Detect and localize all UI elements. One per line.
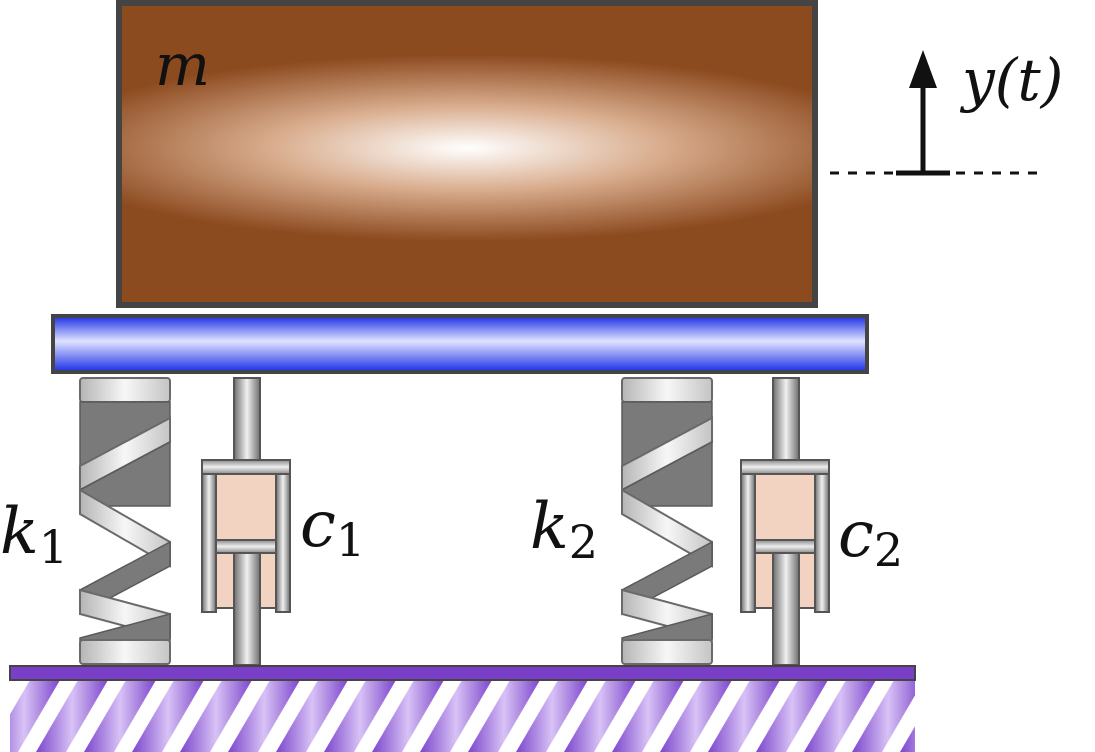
ground-bar: [9, 665, 916, 681]
ground-hatch-stripe: [804, 680, 876, 752]
spring-k2-label: k2: [530, 490, 598, 569]
spring-k1-label: k1: [0, 495, 68, 574]
spring-k1: [79, 377, 171, 665]
ground-hatch-stripe: [852, 680, 915, 752]
ground: [9, 665, 916, 752]
displacement-label: y(t): [959, 46, 1063, 114]
ground-hatch-stripe: [468, 680, 540, 752]
ground-hatch-stripe: [10, 680, 60, 752]
displacement-indicator: y(t): [830, 46, 1063, 176]
ground-hatch-stripe: [660, 680, 732, 752]
ground-hatch-stripe: [36, 680, 108, 752]
platform-beam: [51, 314, 869, 374]
ground-hatch-stripe: [708, 680, 780, 752]
ground-hatch-stripe: [276, 680, 348, 752]
ground-hatching: [10, 680, 915, 752]
ground-hatch-stripe: [324, 680, 396, 752]
ground-hatch-stripe: [612, 680, 684, 752]
damper-c1: [201, 377, 291, 666]
damper-c2-label: c2: [838, 498, 903, 577]
mass-block: m: [116, 0, 818, 308]
ground-hatch-stripe: [372, 680, 444, 752]
ground-hatch-stripe: [84, 680, 156, 752]
damper-c2: [740, 377, 830, 666]
spring-k2: [621, 377, 713, 665]
arrow-up-icon: [909, 50, 937, 88]
ground-hatch-stripe: [228, 680, 300, 752]
ground-hatch-stripe: [756, 680, 828, 752]
ground-hatch-stripe: [564, 680, 636, 752]
ground-hatch-stripe: [900, 726, 915, 752]
damper-c1-label: c1: [300, 488, 365, 567]
ground-hatch-stripe: [516, 680, 588, 752]
ground-hatch-stripe: [132, 680, 204, 752]
ground-hatch-stripe: [180, 680, 252, 752]
mass-label: m: [155, 31, 210, 99]
ground-hatch-stripe: [420, 680, 492, 752]
